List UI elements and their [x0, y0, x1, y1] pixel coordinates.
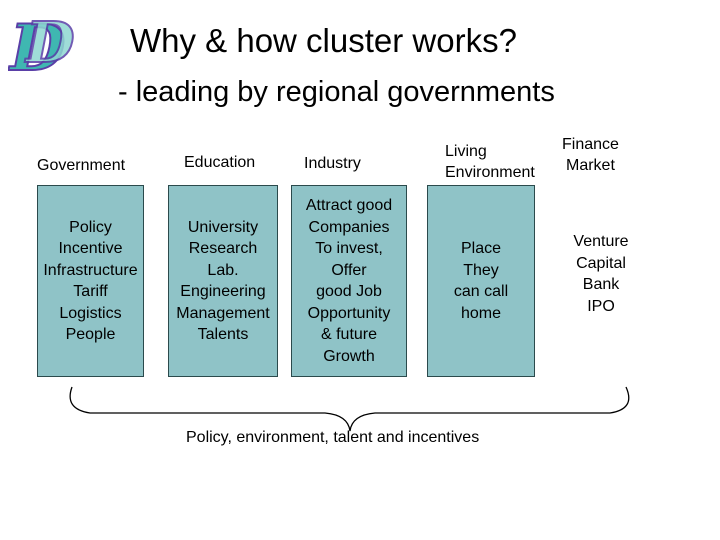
heading-finance-market: Finance Market — [562, 136, 619, 174]
dd-logo-icon: D D — [8, 9, 76, 82]
industry-box: Attract good Companies To invest, Offer … — [291, 185, 407, 377]
heading-industry: Industry — [304, 155, 361, 172]
svg-text:D: D — [8, 11, 66, 82]
heading-government: Government — [37, 157, 126, 174]
heading-education: Education — [184, 154, 256, 171]
page-subtitle: - leading by regional governments — [118, 76, 555, 108]
industry-box-text: Attract good Companies To invest, Offer … — [305, 197, 393, 365]
svg-text:D: D — [24, 10, 75, 76]
education-box: University Research Lab. Engineering Man… — [168, 185, 278, 377]
curly-brace-icon — [69, 386, 630, 432]
education-box-text: University Research Lab. Engineering Man… — [176, 218, 270, 344]
living-environment-box-text: Place They can call home — [453, 240, 509, 322]
finance-market-text: Venture Capital Bank IPO — [573, 233, 629, 315]
caption-text: Policy, environment, talent and incentiv… — [186, 429, 480, 446]
government-box: Policy Incentive Infrastructure Tariff L… — [37, 185, 144, 377]
living-environment-box: Place They can call home — [427, 185, 535, 377]
heading-living-environment: Living Environment — [445, 143, 535, 181]
page-title: Why & how cluster works? — [130, 22, 517, 59]
government-box-text: Policy Incentive Infrastructure Tariff L… — [43, 218, 138, 344]
